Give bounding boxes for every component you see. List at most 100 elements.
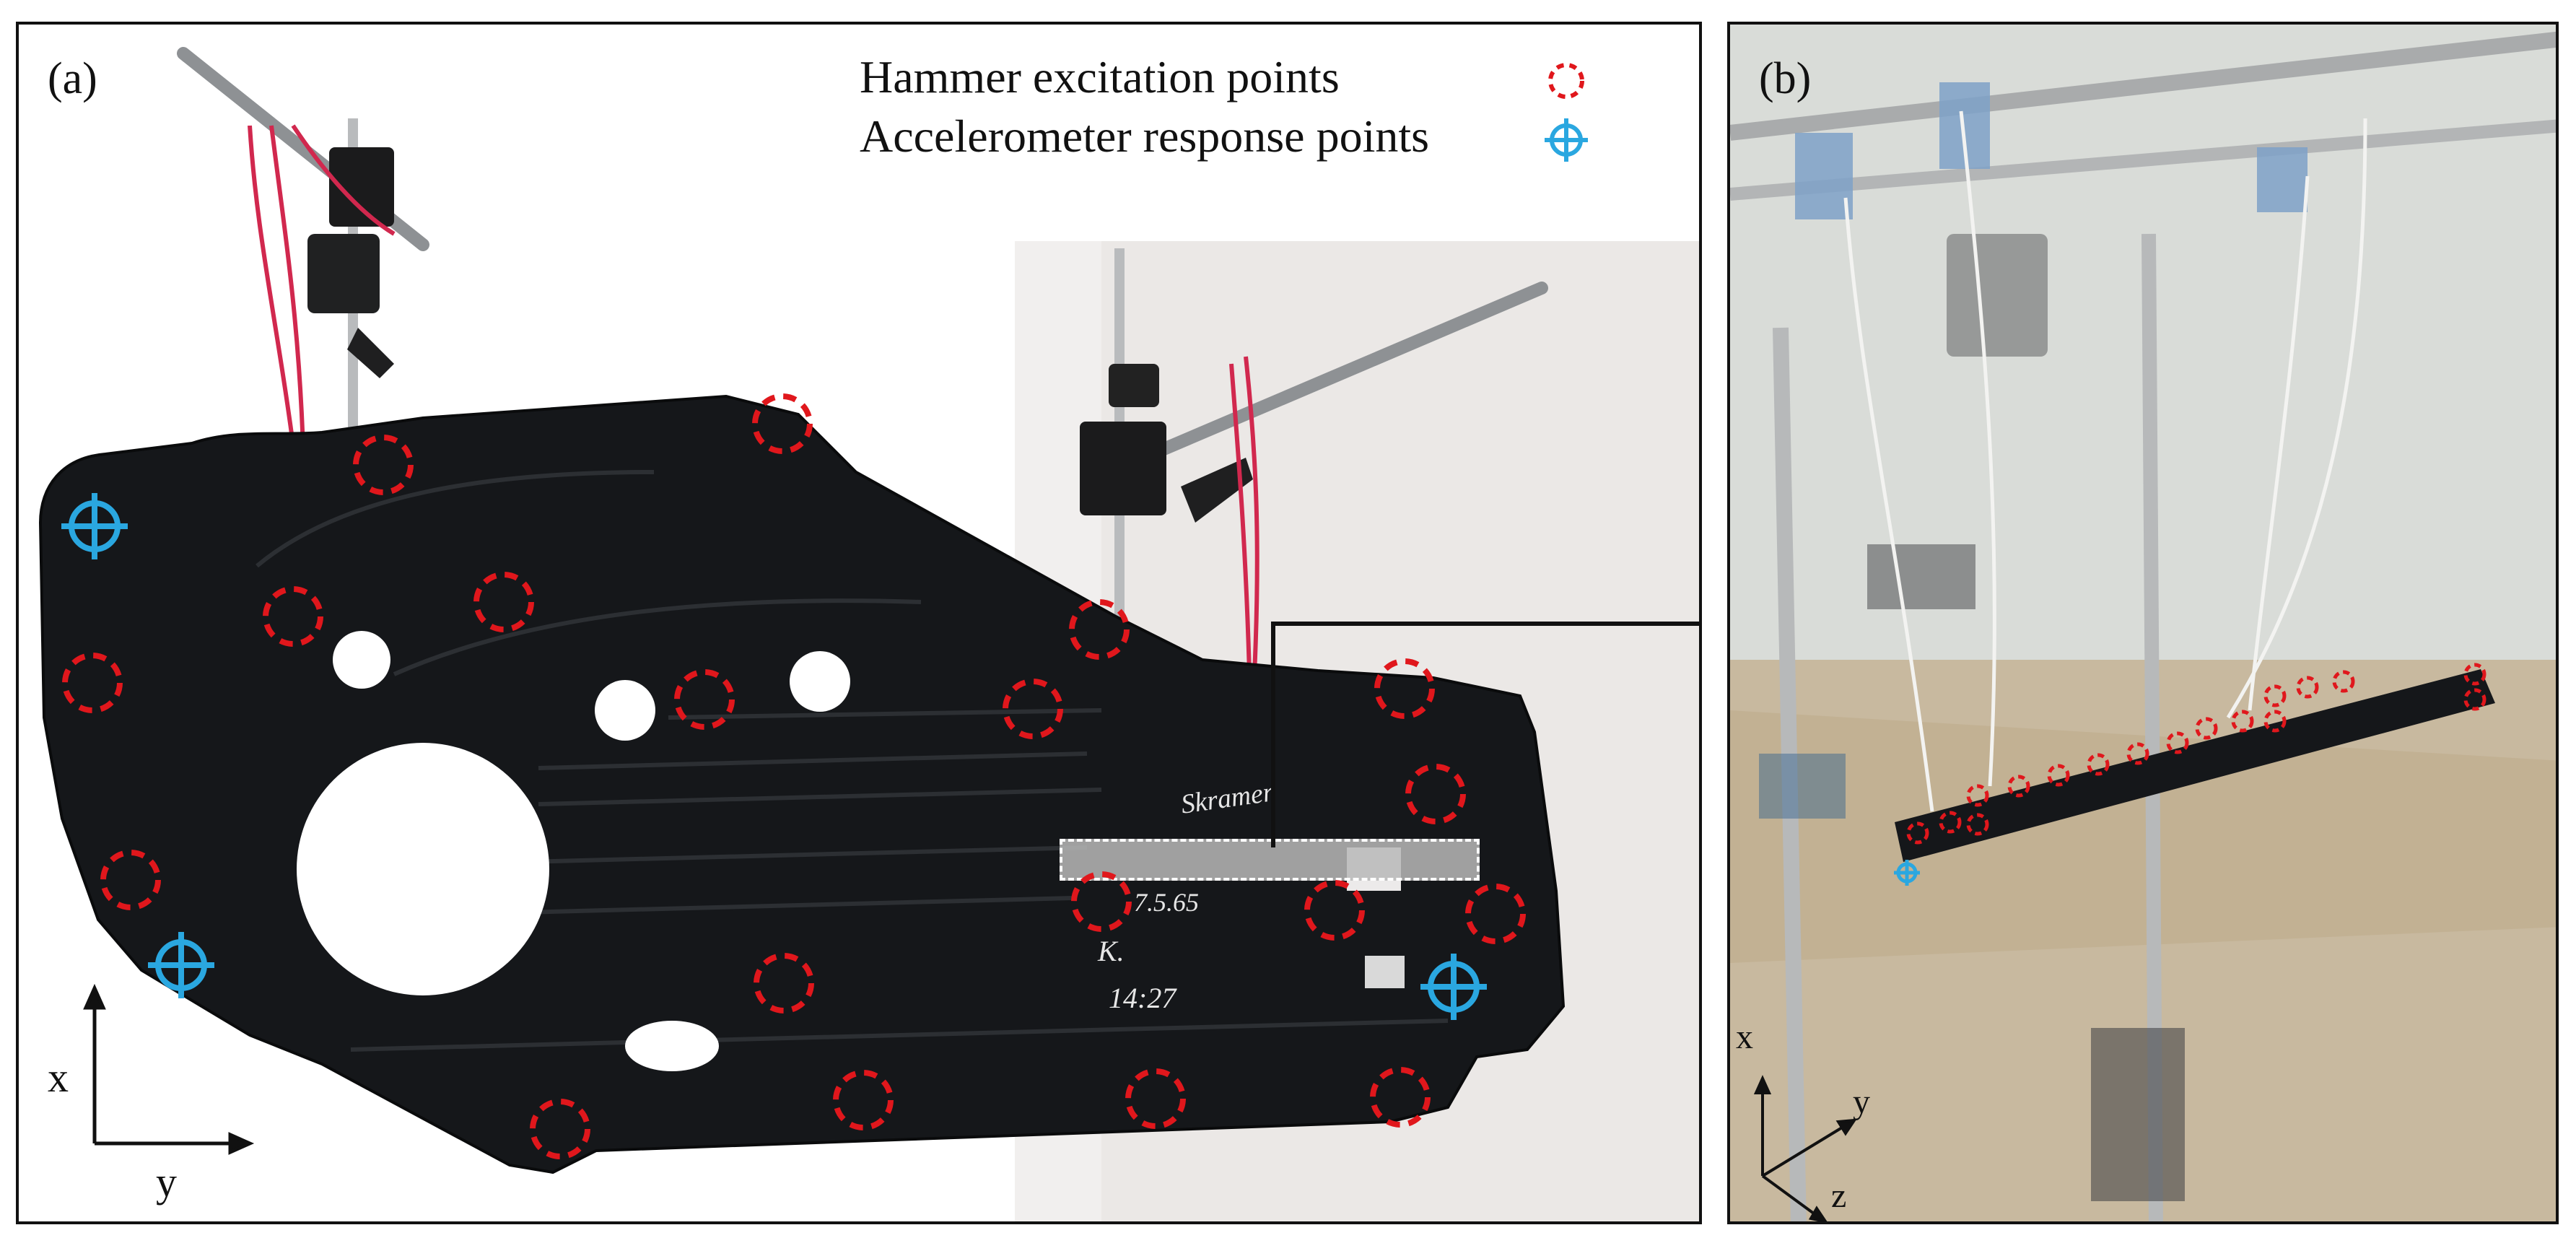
- hammer-point: [2195, 717, 2218, 740]
- left-clamp-knob: [307, 234, 380, 313]
- hammer-point: [1370, 1067, 1431, 1128]
- accel-point: [1894, 860, 1920, 886]
- hammer-point: [754, 953, 814, 1013]
- axes-b: [1753, 1075, 1857, 1221]
- right-clamp: [1080, 422, 1166, 515]
- x-arrow-icon: [1753, 1075, 1772, 1094]
- hammer-points: [62, 63, 1584, 1159]
- speaker-hole: [297, 743, 549, 995]
- left-string-3: [291, 124, 396, 236]
- hammer-point: [353, 435, 414, 495]
- hammer-point: [1966, 813, 1989, 836]
- hammer-point: [263, 586, 323, 647]
- hammer-point: [2263, 684, 2287, 707]
- hammer-point: [2087, 753, 2110, 776]
- hammer-point: [2007, 775, 2030, 798]
- hammer-point: [2166, 731, 2189, 754]
- strip-hammer-points: [1906, 663, 2487, 845]
- sticker-2: [1365, 956, 1405, 988]
- hammer-point: [1304, 880, 1365, 941]
- hole-2: [595, 680, 655, 741]
- axis-b-x-label: x: [1736, 1018, 1753, 1056]
- tape-3: [2257, 147, 2308, 212]
- left-clamp: [329, 147, 394, 227]
- hammer-point: [1003, 679, 1063, 739]
- hammer-point: [2296, 676, 2319, 699]
- right-string: [1229, 363, 1252, 675]
- hammer-point: [2231, 710, 2254, 733]
- left-string: [248, 125, 299, 473]
- frame-bar-top: [1730, 31, 2556, 141]
- left-clamp-handle: [347, 328, 394, 378]
- handwriting-line-4: 14:27: [1109, 982, 1176, 1014]
- suspended-strip: [1895, 669, 2495, 862]
- accel-point: [148, 932, 214, 998]
- axis-y-label: y: [156, 1159, 177, 1206]
- frame-bar-middle: [1730, 119, 2556, 201]
- z-arrow-icon: [1808, 1206, 1828, 1221]
- hammer-point: [2047, 764, 2070, 787]
- hammer-point: [752, 393, 813, 454]
- handwriting-line-2: 7.5.65: [1134, 888, 1199, 917]
- axis-x-label: x: [48, 1054, 69, 1101]
- accelerometer-points: [61, 118, 1588, 1020]
- accel-point: [1420, 954, 1487, 1020]
- left-string-2: [269, 125, 306, 473]
- right-clamp-knob: [1109, 364, 1159, 407]
- strip-highlight-box: [1060, 839, 1480, 881]
- hammer-point: [2463, 663, 2487, 686]
- legend-accel-icon: [1545, 118, 1588, 162]
- handwriting-line-3: K.: [1098, 935, 1125, 967]
- hammer-point: [473, 572, 534, 632]
- suspension-strings: [1843, 110, 2367, 812]
- hammer-point: [1966, 784, 1989, 807]
- y-arrow-icon: [1835, 1118, 1857, 1136]
- hammer-point: [1939, 811, 1962, 834]
- stand-base: [2091, 1028, 2185, 1201]
- hammer-point: [2332, 670, 2355, 693]
- panel-b-label: (b): [1759, 54, 1812, 103]
- panel-ribs: [256, 470, 1449, 1052]
- axis-b-y-label: y: [1853, 1083, 1870, 1121]
- panel-a-illustration: [38, 47, 1699, 1221]
- legend-hammer-label: Hammer excitation points: [860, 51, 1340, 103]
- hammer-point: [1405, 764, 1466, 824]
- panel-b: (b) x y z: [1727, 22, 2559, 1224]
- y-arrow-icon: [228, 1132, 255, 1155]
- tape-roll: [1759, 754, 1846, 819]
- marker-layer: [61, 63, 1699, 1159]
- workbench-top: [1730, 710, 2556, 963]
- axes-a: [83, 983, 255, 1155]
- hole-1: [333, 631, 390, 689]
- tape-1: [1795, 133, 1853, 219]
- right-stand-rod: [1120, 282, 1548, 471]
- hammer-point: [2126, 742, 2149, 765]
- right-string-2: [1244, 356, 1259, 675]
- hammer-point: [674, 669, 735, 730]
- x-arrow-icon: [83, 983, 106, 1010]
- hammer-point: [1069, 599, 1130, 660]
- hammer-point: [1465, 884, 1526, 944]
- panel-a: Skramer 7.5.65 K. 14:27: [16, 22, 1702, 1224]
- pole-left: [1773, 327, 1807, 1221]
- hammer-point: [100, 850, 161, 910]
- hole-3: [790, 651, 850, 712]
- hammer-point: [1125, 1068, 1186, 1129]
- legend-accel-label: Accelerometer response points: [860, 110, 1430, 162]
- panel-b-illustration: [1730, 25, 2556, 1221]
- hammer-point: [2463, 688, 2487, 711]
- bench-object: [1867, 544, 1975, 609]
- hammer-point: [1906, 821, 1929, 845]
- right-clamp-handle: [1181, 458, 1253, 523]
- hammer-point: [833, 1070, 894, 1130]
- hammer-point: [62, 653, 123, 713]
- accel-point: [61, 493, 128, 559]
- hammer-point: [2263, 710, 2287, 733]
- panel-a-label: (a): [48, 54, 97, 103]
- hole-4: [625, 1021, 719, 1071]
- hammer-point: [530, 1099, 590, 1159]
- axis-b-z-label: z: [1831, 1177, 1847, 1215]
- hammer-point: [1374, 658, 1435, 719]
- legend-hammer-icon: [1548, 63, 1584, 99]
- hammer-point: [1071, 871, 1132, 932]
